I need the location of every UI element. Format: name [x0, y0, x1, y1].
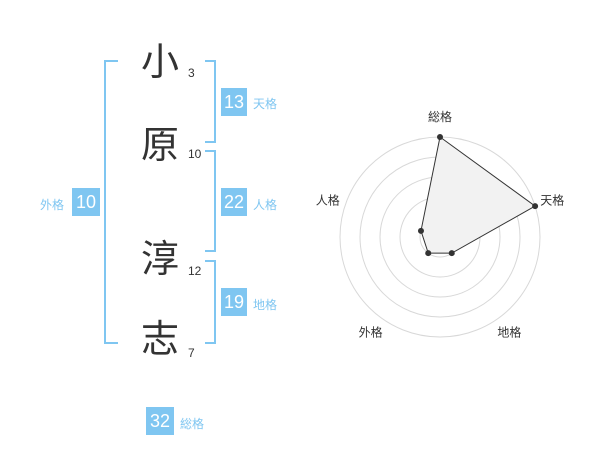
- radar-point-4: [425, 250, 432, 257]
- stroke-count-1: 3: [188, 66, 195, 80]
- ten-bracket: [205, 60, 216, 143]
- name-kanji-3: 淳: [140, 237, 179, 281]
- stroke-count-3: 12: [188, 264, 202, 278]
- radar-axis-label: 外格: [359, 324, 383, 339]
- radar-axis-label: 人格: [316, 193, 340, 208]
- jin-bracket: [205, 150, 216, 252]
- radar-axis-label: 地格: [497, 324, 521, 339]
- radar-area: [420, 136, 537, 254]
- jin-label: 人格: [253, 198, 278, 212]
- radar-axis-label: 総格: [428, 109, 452, 124]
- gai-label: 外格: [40, 198, 65, 212]
- radar-axis-label: 天格: [540, 193, 564, 208]
- outer-bracket: [104, 60, 118, 344]
- sou-label: 総格: [180, 417, 205, 431]
- name-kanji-4: 志: [140, 317, 179, 361]
- name-kanji-2: 原: [140, 123, 179, 167]
- radar-point-5: [417, 227, 424, 234]
- name-kanji-1: 小: [140, 40, 179, 84]
- stroke-count-2: 10: [188, 147, 202, 161]
- stroke-count-4: 7: [188, 346, 195, 360]
- ten-value-box: 13: [221, 88, 247, 116]
- ten-label: 天格: [253, 97, 278, 111]
- gai-value-box: 10: [72, 188, 100, 216]
- chi-value-box: 19: [221, 288, 247, 316]
- sou-value-box: 32: [146, 407, 174, 435]
- radar-point-2: [532, 203, 539, 210]
- radar-point-1: [437, 134, 443, 140]
- radar-points: [417, 134, 539, 257]
- chi-label: 地格: [253, 298, 278, 312]
- radar-point-3: [448, 250, 455, 257]
- chi-bracket: [205, 260, 216, 344]
- jin-value-box: 22: [221, 188, 247, 216]
